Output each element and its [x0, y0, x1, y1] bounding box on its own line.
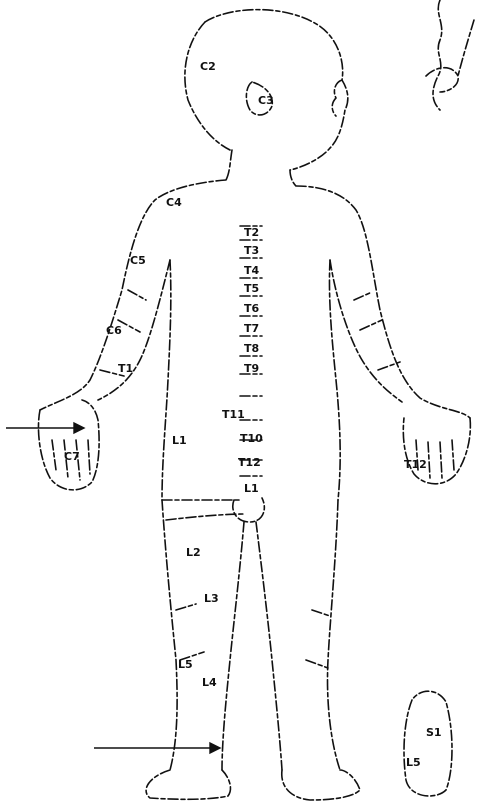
neck-outline: [226, 150, 296, 186]
label-t9: T9: [244, 362, 259, 375]
label-t11: T11: [222, 408, 245, 421]
label-s1: S1: [426, 726, 442, 739]
left-leg-inner-outline: [222, 522, 244, 770]
label-t12: T12: [238, 456, 261, 469]
label-l5: L5: [178, 658, 193, 671]
label-t2: T2: [244, 226, 259, 239]
left-hand-outline: [38, 400, 99, 490]
right-leg-outline: [328, 500, 341, 770]
label-c2: C2: [200, 60, 216, 73]
label-l1: L1: [172, 434, 187, 447]
label-c5: C5: [130, 254, 146, 267]
face-profile: [332, 80, 342, 116]
spine-inset: [426, 0, 474, 110]
groin-line: [166, 514, 244, 520]
label-c6: C6: [106, 324, 122, 337]
label-t5: T5: [244, 282, 259, 295]
label-c4: C4: [166, 196, 182, 209]
label-l4: L4: [202, 676, 217, 689]
label-t1: T1: [118, 362, 133, 375]
hairline: [185, 22, 230, 150]
label-t12-side: T12: [404, 458, 427, 471]
right-foot-outline: [282, 770, 360, 800]
foot-sole-outline: [404, 691, 452, 796]
label-l1-groin: L1: [244, 482, 259, 495]
right-shoulder-arm-outline: [296, 186, 470, 418]
label-l2: L2: [186, 546, 201, 559]
head-outline: [205, 10, 348, 170]
right-leg-inner-outline: [256, 522, 282, 770]
left-trunk-outline: [162, 260, 171, 500]
label-t4: T4: [244, 264, 260, 277]
label-l3: L3: [204, 592, 219, 605]
label-t8: T8: [244, 342, 259, 355]
leg-dermatome-lines: [176, 604, 330, 668]
genital-outline: [233, 498, 265, 522]
left-leg-outline: [162, 500, 177, 770]
foot-arrowhead-icon: [210, 743, 220, 753]
label-t6: T6: [244, 302, 260, 315]
label-t7: T7: [244, 322, 259, 335]
right-hand-outline: [403, 418, 470, 484]
right-trunk-outline: [329, 260, 340, 500]
hand-arrowhead-icon: [74, 423, 84, 433]
right-arm-inner-outline: [330, 260, 402, 402]
label-l5-foot: L5: [406, 756, 421, 769]
label-t3: T3: [244, 244, 259, 257]
label-c3: C3: [258, 94, 274, 107]
label-c7: C7: [64, 450, 80, 463]
label-t10: T10: [240, 432, 263, 445]
left-foot-outline: [146, 770, 230, 799]
left-shoulder-arm-outline: [40, 180, 226, 410]
